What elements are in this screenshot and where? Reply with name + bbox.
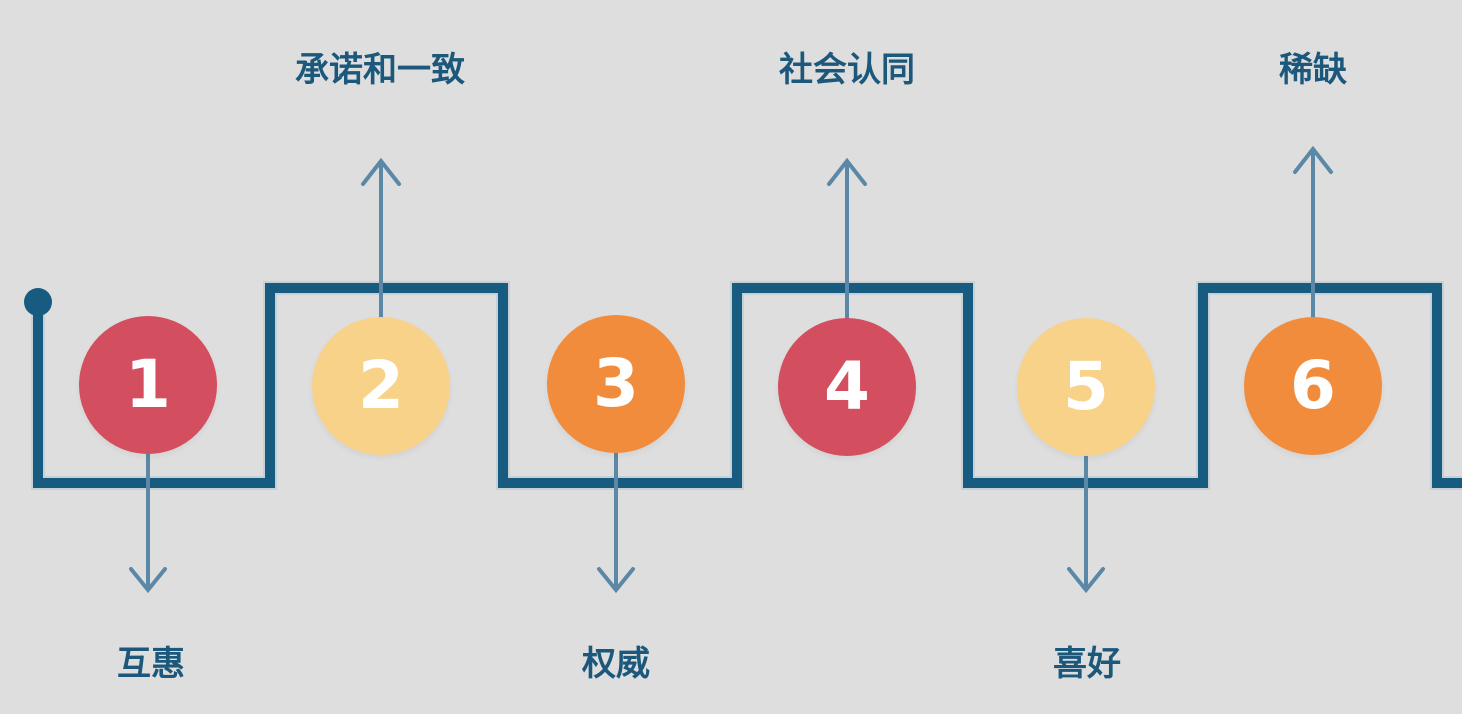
step-5-circle: 5	[1017, 318, 1155, 456]
step-1-label: 互惠	[117, 644, 185, 684]
step-1-circle: 1	[79, 316, 217, 454]
step-4-number: 4	[824, 348, 870, 425]
step-6-circle: 6	[1244, 317, 1382, 455]
step-4-circle: 4	[778, 318, 916, 456]
step-5-label: 喜好	[1053, 644, 1121, 684]
step-1-number: 1	[125, 346, 171, 423]
flow-line-path	[33, 283, 1462, 488]
start-dot	[24, 288, 52, 316]
step-6-number: 6	[1290, 347, 1336, 424]
step-5-number: 5	[1063, 348, 1109, 425]
step-2-circle: 2	[312, 317, 450, 455]
step-2-label: 承诺和一致	[295, 50, 465, 90]
step-3-circle: 3	[547, 315, 685, 453]
step-4-label: 社会认同	[779, 50, 915, 90]
step-6-label: 稀缺	[1279, 50, 1347, 90]
step-2-number: 2	[358, 347, 404, 424]
step-3-number: 3	[593, 345, 639, 422]
step-3-label: 权威	[582, 644, 650, 684]
flow-line	[24, 281, 1462, 490]
